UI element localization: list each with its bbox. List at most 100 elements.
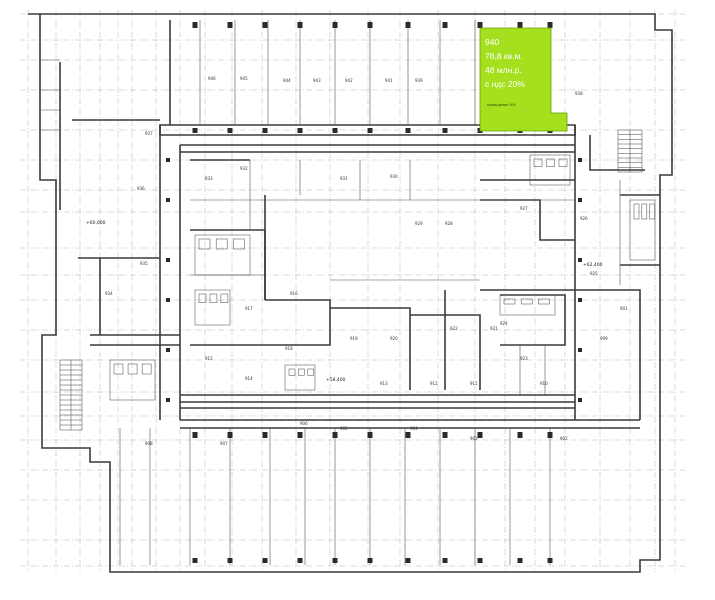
- fixture: [633, 203, 640, 220]
- stairs: [59, 129, 643, 431]
- room-label: 922: [450, 326, 458, 331]
- room-label: 909: [600, 336, 608, 341]
- room-label: 920: [390, 336, 398, 341]
- column: [332, 432, 338, 438]
- fixture: [298, 368, 305, 376]
- column: [547, 558, 553, 563]
- restroom-block: [499, 294, 556, 316]
- fixture: [113, 363, 124, 375]
- column: [192, 128, 198, 133]
- room-label: 912: [430, 381, 438, 386]
- fixture: [649, 203, 655, 220]
- column: [297, 128, 303, 133]
- column: [297, 432, 303, 438]
- column: [477, 22, 483, 28]
- room-label: 941: [385, 78, 393, 83]
- column: [578, 398, 582, 402]
- unit-area: 78,8 кв.м.: [485, 51, 523, 61]
- column: [166, 198, 170, 202]
- fixture: [198, 238, 211, 250]
- walls: [28, 13, 673, 573]
- room-label: 901: [620, 306, 628, 311]
- restroom-block: [284, 364, 316, 391]
- fixture: [503, 298, 516, 305]
- column: [166, 158, 170, 162]
- column: [192, 558, 198, 563]
- highlighted-unit-940[interactable]: 940 78,8 кв.м. 48 млн.р. с ндс 20% помещ…: [479, 27, 568, 132]
- column: [477, 432, 483, 438]
- elevation-center: +58,400: [326, 377, 346, 383]
- wall: [589, 135, 645, 171]
- room-label: 918: [285, 346, 293, 351]
- wall: [265, 299, 331, 346]
- column: [517, 22, 523, 28]
- room-label: 936: [137, 186, 145, 191]
- column: [477, 558, 483, 563]
- room-label: 946: [208, 76, 216, 81]
- column: [367, 128, 373, 133]
- column: [192, 22, 198, 28]
- column: [367, 558, 373, 563]
- column: [367, 22, 373, 28]
- column: [547, 432, 553, 438]
- partition-lines: [40, 20, 621, 565]
- fixture: [307, 368, 314, 376]
- fixture: [127, 363, 138, 375]
- room-label: 943: [313, 78, 321, 83]
- room-label: 916: [290, 291, 298, 296]
- column: [405, 432, 411, 438]
- column: [442, 128, 448, 133]
- elevation-left: +60,000: [86, 220, 106, 226]
- restroom-block: [109, 359, 156, 401]
- room-label: 939: [415, 78, 423, 83]
- restroom-block: [629, 199, 656, 261]
- room-label: 932: [240, 166, 248, 171]
- column: [262, 128, 268, 133]
- fixture: [215, 238, 228, 250]
- room-label: 903: [470, 436, 478, 441]
- column: [227, 128, 233, 133]
- column: [442, 432, 448, 438]
- wall: [190, 229, 266, 300]
- fixture: [220, 293, 229, 303]
- fixture: [520, 298, 533, 305]
- fixture: [641, 203, 648, 220]
- column: [332, 22, 338, 28]
- column: [578, 198, 582, 202]
- column: [227, 22, 233, 28]
- column: [166, 298, 170, 302]
- room-label: 906: [300, 421, 308, 426]
- unit-940-area[interactable]: [479, 27, 568, 132]
- fixture: [538, 298, 550, 305]
- column: [297, 558, 303, 563]
- room-label: 908: [145, 441, 153, 446]
- room-label: 925: [590, 271, 598, 276]
- column: [297, 22, 303, 28]
- room-label: 915: [205, 356, 213, 361]
- room-label: 945: [240, 76, 248, 81]
- restroom-block: [529, 154, 571, 186]
- room-label: 938: [575, 91, 583, 96]
- fixture: [209, 293, 218, 303]
- fixture: [533, 158, 543, 167]
- column: [227, 558, 233, 563]
- room-label: 923: [520, 356, 528, 361]
- unit-number: 940: [485, 37, 499, 47]
- sanitary-fixtures: [109, 154, 656, 401]
- wall: [330, 307, 411, 390]
- fixture: [288, 368, 296, 376]
- fixture: [141, 363, 152, 375]
- restroom-block: [194, 234, 251, 276]
- column: [262, 22, 268, 28]
- fixture: [546, 158, 555, 167]
- column: [262, 558, 268, 563]
- unit-vat: с ндс 20%: [485, 79, 525, 89]
- room-label: 924: [500, 321, 508, 326]
- column: [262, 432, 268, 438]
- column: [166, 398, 170, 402]
- wall: [600, 289, 641, 420]
- room-label: 910: [540, 381, 548, 386]
- columns: [166, 22, 582, 563]
